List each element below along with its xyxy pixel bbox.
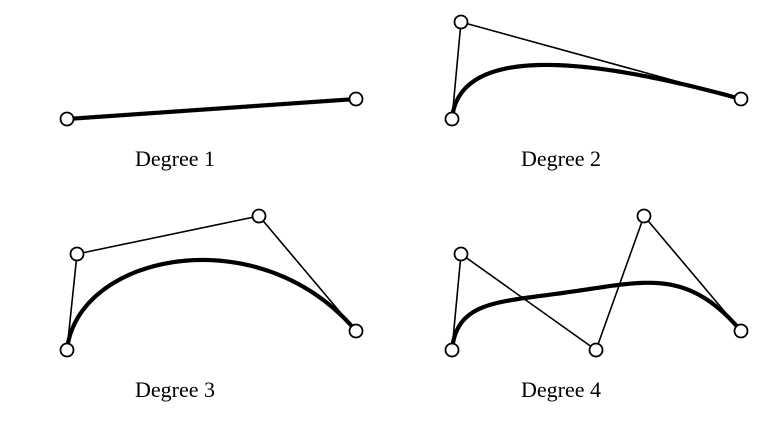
panel-degree-2: Degree 2 [444,14,749,171]
control-point-degree-2-2 [733,91,749,107]
control-polygon-degree-4 [451,215,742,351]
control-point-degree-1-0 [59,111,75,127]
control-point-degree-4-0 [444,342,460,358]
control-polygon-degree-3 [66,215,357,351]
bezier-curve-degree-2 [449,62,744,122]
control-point-degree-3-2 [251,208,267,224]
control-point-degree-4-2 [588,342,604,358]
bezier-curve-degree-4 [449,280,744,353]
control-point-degree-4-1 [453,246,469,262]
caption-degree-3: Degree 3 [135,377,215,402]
control-point-degree-3-1 [69,246,85,262]
bezier-curve-degree-1 [64,96,359,122]
caption-degree-4: Degree 4 [521,377,601,402]
caption-degree-2: Degree 2 [521,146,601,171]
bezier-curve-degree-3 [64,257,359,353]
control-point-degree-4-4 [733,323,749,339]
panel-degree-3: Degree 3 [59,208,364,402]
panel-degree-4: Degree 4 [444,208,749,402]
control-point-degree-2-0 [444,111,460,127]
control-point-degree-4-3 [636,208,652,224]
control-point-degree-3-3 [348,323,364,339]
control-point-degree-1-1 [348,91,364,107]
control-point-degree-3-0 [59,342,75,358]
panel-degree-1: Degree 1 [59,91,364,171]
caption-degree-1: Degree 1 [135,146,215,171]
control-point-degree-2-1 [453,14,469,30]
